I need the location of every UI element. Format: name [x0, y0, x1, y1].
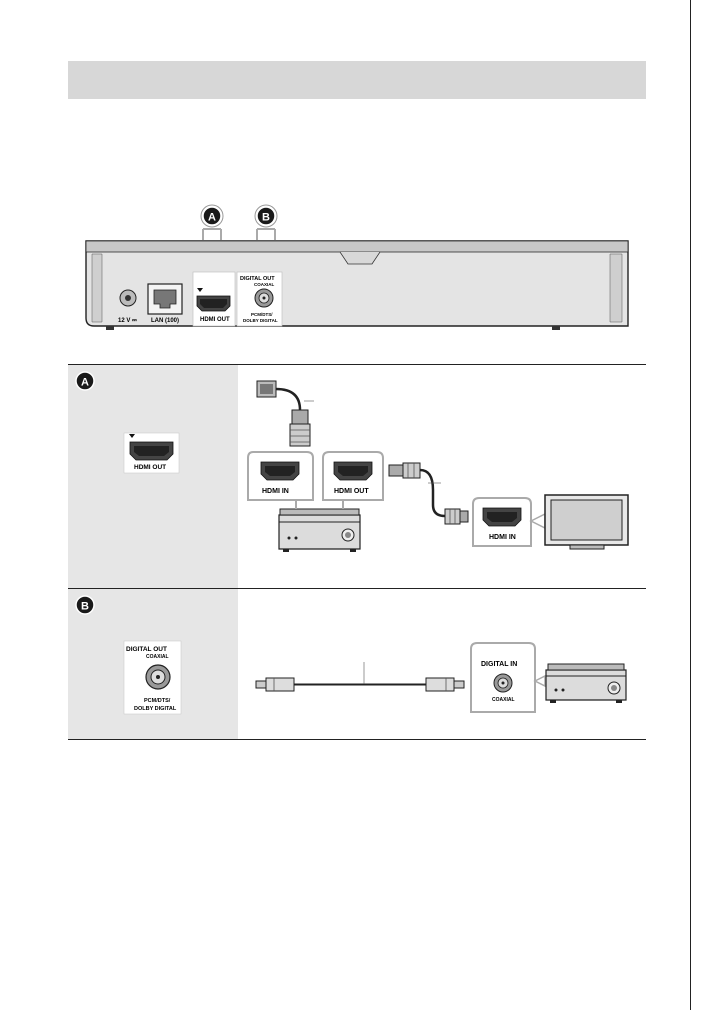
power-jack — [119, 289, 137, 307]
digital-in-coaxial-label: COAXIAL — [492, 697, 515, 703]
amp-hdmi-in-port: HDMI IN — [247, 451, 314, 501]
row-b-port-coaxial: COAXIAL — [146, 654, 169, 660]
row-b-port-dolby: DOLBY DIGITAL — [134, 706, 177, 712]
row-b-badge: B — [75, 595, 95, 615]
row-a-badge: A — [75, 371, 95, 391]
section-header-bar — [68, 61, 646, 99]
tv-hdmi-in-label: HDMI IN — [489, 534, 516, 541]
amp-hdmi-out-label: HDMI OUT — [334, 488, 369, 495]
tv-hdmi-in-port: HDMI IN — [472, 497, 546, 547]
hdmi-cable-to-tv — [388, 462, 469, 525]
row-a-hdmi-port-detail: HDMI OUT — [123, 432, 180, 474]
av-receiver — [545, 663, 627, 703]
digital-in-label: DIGITAL IN — [481, 661, 517, 668]
power-label: 12 V ⎓ — [118, 318, 137, 324]
row-a-badge-letter: A — [81, 377, 89, 389]
row-b-port-title: DIGITAL OUT — [126, 646, 167, 653]
coaxial-cable — [255, 662, 465, 692]
row-b-badge-letter: B — [81, 601, 89, 613]
callout-b-letter: B — [262, 212, 270, 224]
pcm-label: PCM/DTS/ — [251, 312, 273, 317]
row-b-port-pcm: PCM/DTS/ — [144, 698, 171, 704]
row-a-port-label: HDMI OUT — [134, 464, 166, 471]
av-amplifier — [278, 500, 361, 552]
receiver-digital-in-port: DIGITAL IN COAXIAL — [470, 642, 546, 713]
row-a-label-cell — [68, 365, 238, 588]
hdmi-out-port — [196, 288, 231, 312]
lan-label: LAN (100) — [151, 318, 179, 324]
player-rear-panel: 12 V ⎓ LAN (100) HDMI OUT DIGITAL OUT CO… — [85, 240, 629, 330]
coaxial-label: COAXIAL — [254, 282, 275, 287]
callout-b: B — [254, 204, 278, 240]
lan-port — [147, 283, 183, 315]
hdmi-cable-vertical — [256, 380, 314, 447]
page-edge-rule — [690, 0, 691, 1010]
coaxial-jack — [254, 288, 274, 308]
callout-a-letter: A — [208, 212, 216, 224]
television — [544, 494, 629, 550]
row-b-coaxial-port-detail: DIGITAL OUT COAXIAL PCM/DTS/ DOLBY DIGIT… — [123, 640, 182, 715]
amp-hdmi-out-port: HDMI OUT — [322, 451, 384, 501]
dolby-label: DOLBY DIGITAL — [243, 318, 278, 323]
callout-a: A — [200, 204, 224, 240]
digital-out-label: DIGITAL OUT — [240, 276, 275, 282]
amp-hdmi-in-label: HDMI IN — [262, 488, 289, 495]
hdmi-out-label: HDMI OUT — [200, 317, 230, 323]
